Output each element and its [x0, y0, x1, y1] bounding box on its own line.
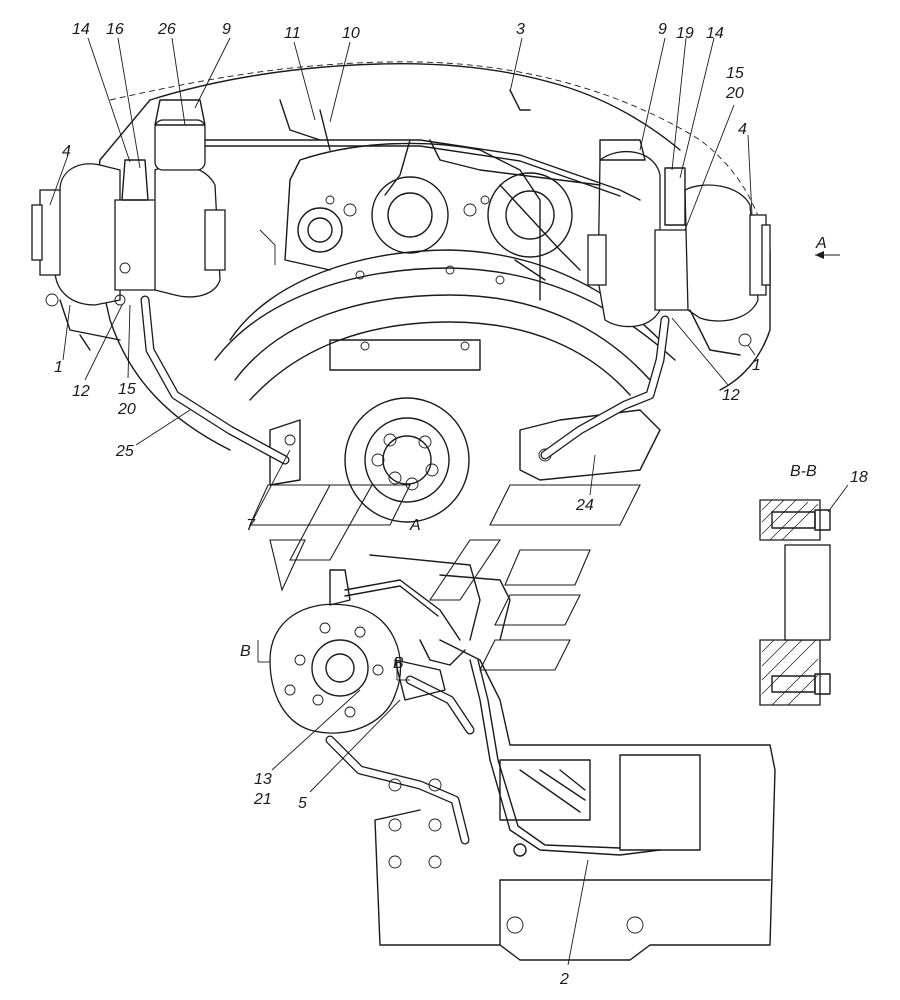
label-19: 19	[676, 25, 694, 42]
label-1-left: 1	[54, 359, 63, 376]
watermark-logo	[249, 484, 641, 671]
label-section-b-b: B-B	[790, 463, 817, 480]
label-4-right: 4	[738, 121, 747, 138]
label-20-right: 20	[725, 85, 744, 102]
label-9-right: 9	[658, 21, 667, 38]
label-18: 18	[850, 469, 868, 486]
label-26: 26	[157, 21, 176, 38]
label-9-left: 9	[222, 21, 231, 38]
label-10: 10	[342, 25, 360, 42]
gearbox-housing	[374, 639, 776, 961]
leader-lines	[49, 37, 849, 966]
label-5: 5	[298, 795, 307, 812]
label-25: 25	[115, 443, 134, 460]
label-13: 13	[254, 771, 272, 788]
label-20-left: 20	[117, 401, 136, 418]
section-b-b	[759, 499, 831, 706]
drain-hoses	[140, 295, 670, 845]
label-15-left: 15	[118, 381, 136, 398]
label-section-b-left: B	[240, 643, 251, 660]
label-11: 11	[284, 25, 301, 42]
right-turbocharger	[587, 139, 771, 356]
label-1-right: 1	[752, 357, 761, 374]
label-3: 3	[516, 21, 525, 38]
label-14-right: 14	[706, 25, 724, 42]
label-16: 16	[106, 21, 124, 38]
label-section-b-right: B	[393, 655, 404, 672]
label-14-left: 14	[72, 21, 90, 38]
label-12-left: 12	[72, 383, 90, 400]
label-view-a: A	[409, 517, 421, 534]
callout-labels: 14 16 26 9 11 10 3 9 19 14 15 20 4 4 1 1…	[54, 21, 868, 988]
label-7: 7	[246, 517, 256, 534]
view-markers	[257, 251, 840, 681]
label-21: 21	[253, 791, 272, 808]
label-24: 24	[575, 497, 594, 514]
left-turbocharger	[31, 99, 226, 351]
label-view-a-right: A	[815, 235, 827, 252]
label-2: 2	[559, 971, 569, 988]
oil-pump-assembly	[269, 554, 661, 857]
oil-supply-pipes	[204, 89, 641, 265]
label-15-right: 15	[726, 65, 744, 82]
label-12-right: 12	[722, 387, 740, 404]
label-4-left: 4	[62, 143, 71, 160]
